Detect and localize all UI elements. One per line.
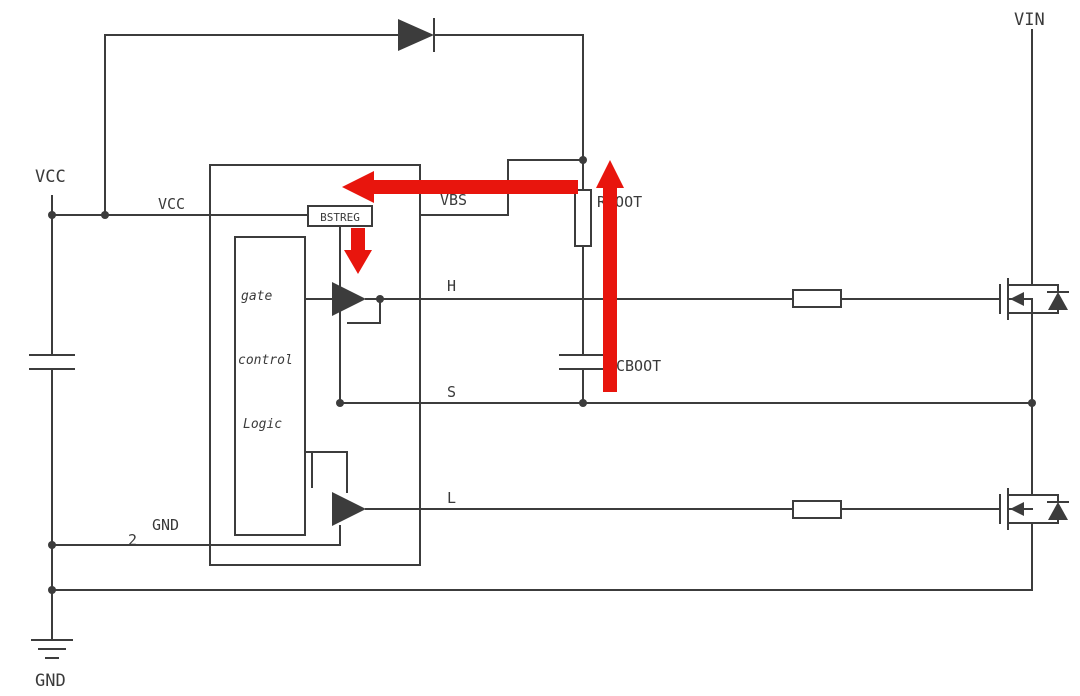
low-side-buffer-icon bbox=[332, 492, 366, 526]
label-pin-vbs: VBS bbox=[440, 191, 467, 209]
label-vcc-rail: VCC bbox=[35, 167, 66, 187]
ground-rail bbox=[31, 589, 1033, 659]
label-pin-h: H bbox=[447, 277, 456, 295]
label-gnd-rail: GND bbox=[35, 671, 66, 691]
junction-dots bbox=[48, 156, 1036, 594]
rboot-resistor bbox=[574, 189, 592, 247]
label-logic-line3: Logic bbox=[243, 417, 282, 432]
label-logic-line1: gate bbox=[241, 289, 272, 304]
label-pin-gnd: GND bbox=[152, 516, 179, 534]
annotation-arrow-left-icon bbox=[342, 171, 578, 203]
high-side-buffer-icon bbox=[332, 282, 366, 316]
label-pin-l: L bbox=[447, 489, 456, 507]
high-side-driver bbox=[304, 282, 794, 324]
bstreg-block bbox=[307, 205, 373, 404]
ground-symbol-icon bbox=[31, 639, 73, 659]
cboot-capacitor-icon bbox=[559, 354, 607, 370]
label-bstreg: BSTREG bbox=[320, 211, 360, 224]
gate-resistor-high bbox=[792, 289, 842, 308]
vcc-rail bbox=[29, 195, 309, 591]
bootstrap-network bbox=[419, 34, 607, 404]
low-side-body-diode-icon bbox=[1048, 502, 1068, 520]
annotation-arrow-down-icon bbox=[344, 228, 372, 274]
label-pin-number: 2 bbox=[128, 531, 137, 549]
gnd-pin-line bbox=[51, 525, 341, 546]
bootstrap-diode-icon bbox=[398, 19, 434, 51]
label-cboot: CBOOT bbox=[616, 357, 661, 375]
driver-ic-outline bbox=[209, 164, 421, 566]
low-side-driver bbox=[304, 451, 794, 526]
label-vin: VIN bbox=[1014, 10, 1045, 30]
label-pin-vcc: VCC bbox=[158, 195, 185, 213]
low-side-mosfet bbox=[999, 402, 1069, 591]
gate-control-logic-block bbox=[234, 236, 306, 536]
high-side-body-diode-icon bbox=[1048, 292, 1068, 310]
gate-resistor-low bbox=[792, 500, 842, 519]
label-pin-s: S bbox=[447, 383, 456, 401]
vcc-capacitor-icon bbox=[29, 354, 75, 370]
high-side-mosfet bbox=[999, 278, 1069, 404]
label-logic-line2: control bbox=[238, 353, 293, 368]
annotation-arrow-up-icon bbox=[596, 160, 624, 392]
bootstrap-diode-branch bbox=[104, 18, 584, 216]
